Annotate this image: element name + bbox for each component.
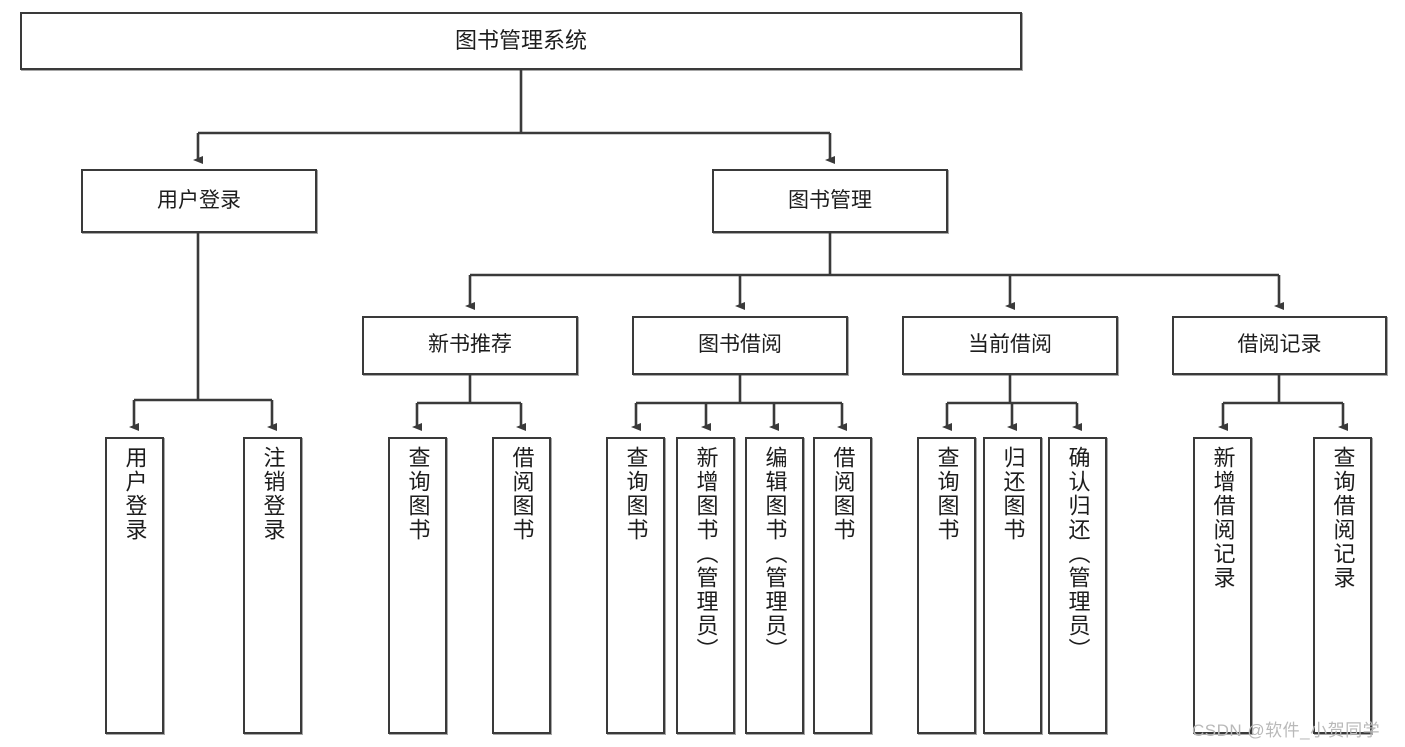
leaf-borrow-book-1[interactable]: 借阅图书: [492, 437, 551, 734]
node-current-borrow-label: 当前借阅: [968, 333, 1052, 357]
leaf-borrow-book-2-label: 借阅图书: [830, 446, 856, 542]
leaf-query-book-1[interactable]: 查询图书: [388, 437, 447, 734]
node-user-login[interactable]: 用户登录: [81, 169, 317, 233]
leaf-query-record[interactable]: 查询借阅记录: [1313, 437, 1372, 734]
leaf-query-book-1-label: 查询图书: [405, 446, 431, 542]
leaf-query-book-3-label: 查询图书: [934, 446, 960, 542]
node-borrow-record-label: 借阅记录: [1237, 333, 1322, 357]
node-book-borrow[interactable]: 图书借阅: [632, 316, 848, 375]
node-new-book-recommend-label: 新书推荐: [428, 333, 512, 357]
node-borrow-record[interactable]: 借阅记录: [1172, 316, 1387, 375]
leaf-query-book-2-label: 查询图书: [623, 446, 649, 542]
leaf-confirm-return[interactable]: 确认归还（管理员）: [1048, 437, 1107, 734]
leaf-add-record[interactable]: 新增借阅记录: [1193, 437, 1252, 734]
node-new-book-recommend[interactable]: 新书推荐: [362, 316, 578, 375]
leaf-query-book-2[interactable]: 查询图书: [606, 437, 665, 734]
node-user-login-label: 用户登录: [157, 188, 241, 212]
leaf-query-record-label: 查询借阅记录: [1330, 446, 1356, 590]
node-book-borrow-label: 图书借阅: [698, 333, 782, 357]
node-current-borrow[interactable]: 当前借阅: [902, 316, 1118, 375]
watermark: CSDN @软件_小贺同学: [1192, 721, 1381, 740]
leaf-add-book[interactable]: 新增图书（管理员）: [676, 437, 735, 734]
node-book-manage-label: 图书管理: [788, 188, 872, 212]
leaf-user-login-label: 用户登录: [122, 446, 148, 542]
leaf-add-record-label: 新增借阅记录: [1210, 446, 1236, 590]
leaf-confirm-return-label: 确认归还（管理员）: [1065, 446, 1091, 662]
node-root[interactable]: 图书管理系统: [20, 12, 1022, 70]
leaf-edit-book[interactable]: 编辑图书（管理员）: [745, 437, 804, 734]
leaf-query-book-3[interactable]: 查询图书: [917, 437, 976, 734]
leaf-logout-label: 注销登录: [260, 446, 286, 542]
leaf-add-book-label: 新增图书（管理员）: [693, 446, 719, 662]
leaf-borrow-book-1-label: 借阅图书: [509, 446, 535, 542]
leaf-return-book[interactable]: 归还图书: [983, 437, 1042, 734]
leaf-edit-book-label: 编辑图书（管理员）: [762, 446, 788, 662]
leaf-return-book-label: 归还图书: [1000, 446, 1026, 542]
node-book-manage[interactable]: 图书管理: [712, 169, 948, 233]
leaf-logout[interactable]: 注销登录: [243, 437, 302, 734]
node-root-label: 图书管理系统: [454, 28, 587, 54]
leaf-borrow-book-2[interactable]: 借阅图书: [813, 437, 872, 734]
leaf-user-login[interactable]: 用户登录: [105, 437, 164, 734]
